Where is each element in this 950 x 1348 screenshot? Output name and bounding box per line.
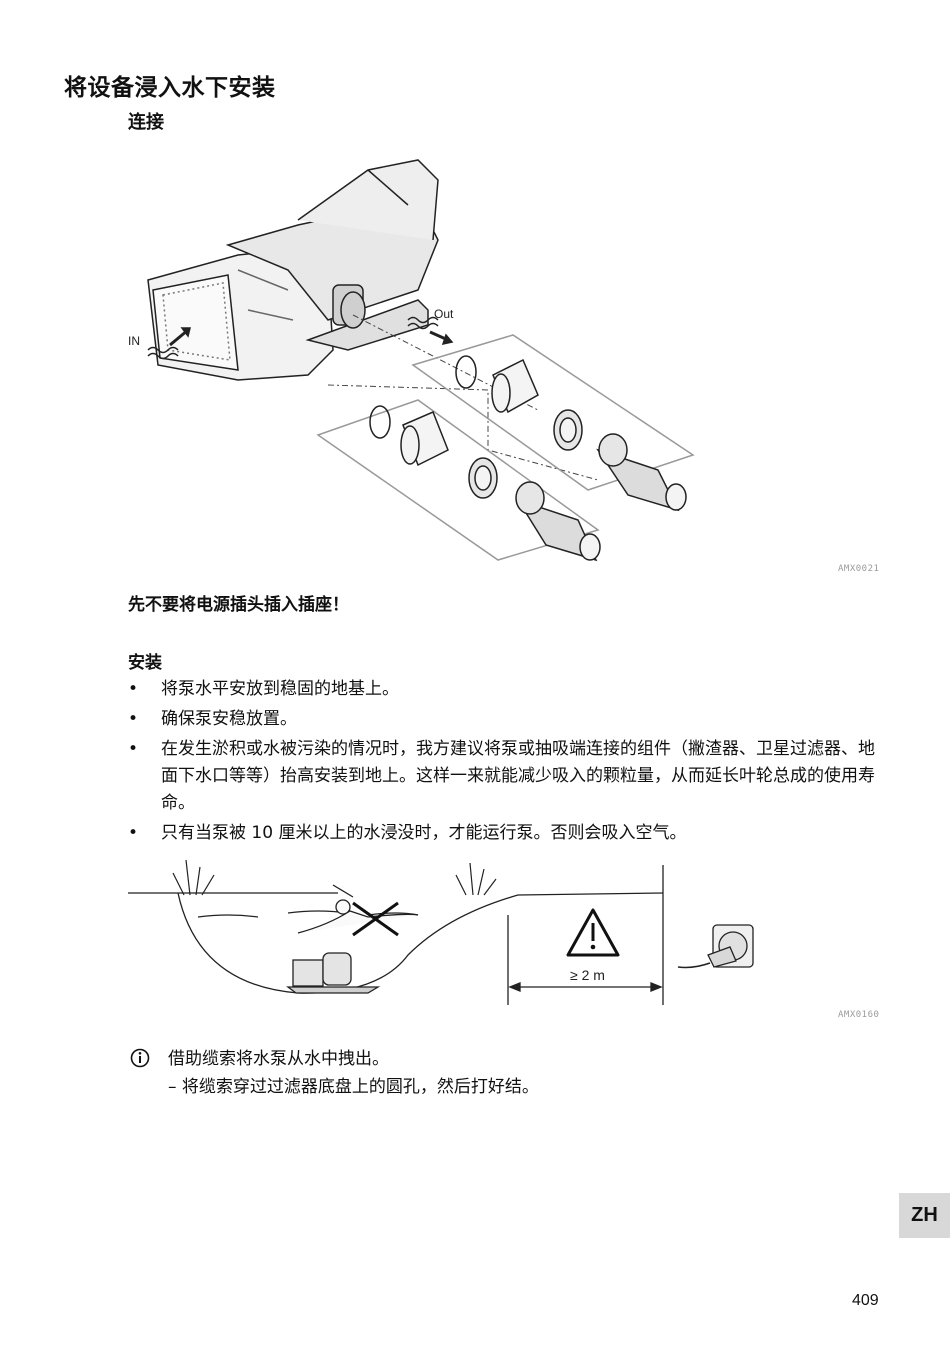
info-text: 借助缆索将水泵从水中拽出。 [168,1049,389,1069]
section-title-connect: 连接 [128,112,164,133]
pond-distance-figure: ≥ 2 m AMX0160 [118,855,898,1025]
list-item: 将泵水平安放到稳固的地基上。 [128,676,888,703]
pump-connection-illustration: IN Out [128,159,695,562]
language-tab: ZH [899,1193,950,1238]
info-icon [130,1048,150,1068]
pump-connection-figure: IN Out [118,150,898,580]
page-number: 409 [852,1292,879,1309]
distance-label: ≥ 2 m [570,967,605,983]
list-item: 在发生淤积或水被污染的情况时，我方建议将泵或抽吸端连接的组件（撇渣器、卫星过滤器… [128,736,888,817]
list-item: 只有当泵被 10 厘米以上的水浸没时，才能运行泵。否则会吸入空气。 [128,820,888,847]
figure-code: AMX0160 [838,1010,880,1020]
section-title-install: 安装 [128,653,162,673]
label-in: IN [128,334,140,348]
pond-illustration: ≥ 2 m [128,859,754,1005]
install-list: 将泵水平安放到稳固的地基上。 确保泵安稳放置。 在发生淤积或水被污染的情况时，我… [128,676,888,850]
figure-code: AMX0021 [838,564,880,574]
label-out: Out [434,307,454,321]
info-subtext: – 将缆索穿过过滤器底盘上的圆孔，然后打好结。 [168,1077,539,1097]
list-item: 确保泵安稳放置。 [128,706,888,733]
warning-text: 先不要将电源插头插入插座！ [128,595,349,615]
page-heading: 将设备浸入水下安装 [64,75,276,101]
